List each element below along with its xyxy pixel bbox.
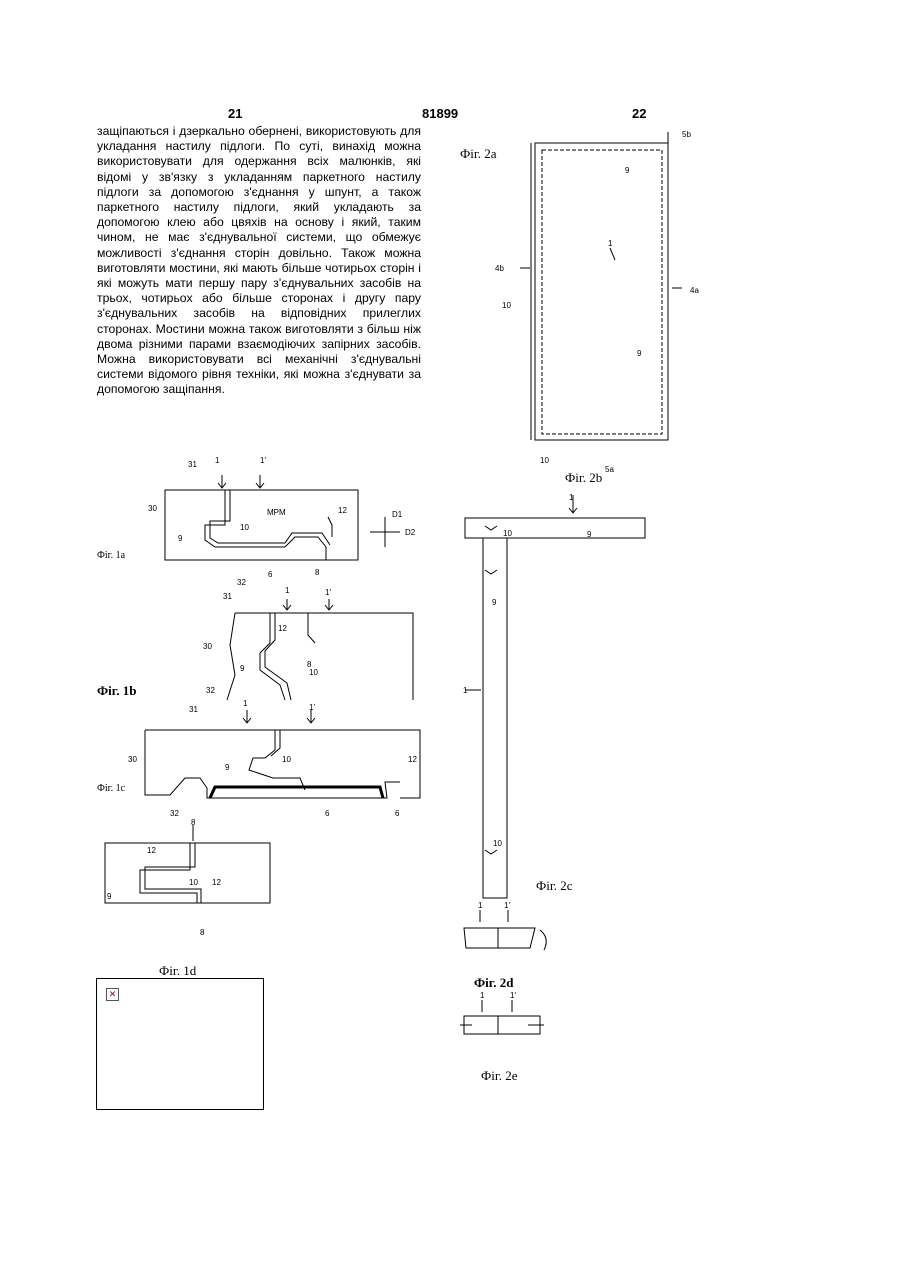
svg-text:5a: 5a [605,465,614,474]
svg-text:31: 31 [188,460,197,469]
svg-text:4a: 4a [690,286,699,295]
figure-2e-caption: Фіг. 2е [481,1068,518,1084]
svg-text:10: 10 [540,456,549,465]
svg-text:9: 9 [637,349,642,358]
svg-text:12: 12 [147,846,156,855]
svg-text:6: 6 [268,570,273,579]
svg-text:1: 1 [463,686,468,695]
figure-1c: 31 1 1' 30 10 9 12 32 6 6 [125,700,445,820]
svg-text:10: 10 [503,529,512,538]
figure-1d-labels: 8 12 10 12 9 8 [107,818,221,937]
right-page-number: 22 [632,106,646,121]
svg-text:1': 1' [325,588,331,597]
svg-text:12: 12 [212,878,221,887]
svg-text:30: 30 [203,642,212,651]
svg-text:8: 8 [200,928,205,937]
svg-text:31: 31 [223,592,232,601]
svg-text:9: 9 [492,598,497,607]
figure-2c-labels: 1 1' [478,901,510,910]
figure-2d: 1 1' [460,990,560,1045]
svg-text:10: 10 [309,668,318,677]
document-number: 81899 [422,106,458,121]
left-page-number: 21 [228,106,242,121]
svg-text:30: 30 [148,504,157,513]
svg-text:12: 12 [338,506,347,515]
svg-text:1': 1' [504,901,510,910]
svg-text:1: 1 [569,493,574,502]
svg-text:10: 10 [240,523,249,532]
svg-text:9: 9 [625,166,630,175]
figure-2a: 5b 9 1 4b 4a 10 9 10 5a [490,128,710,478]
svg-text:30: 30 [128,755,137,764]
svg-text:10: 10 [502,301,511,310]
svg-text:4b: 4b [495,264,504,273]
svg-text:6: 6 [325,809,330,818]
svg-text:D1: D1 [392,510,403,519]
svg-text:1: 1 [478,901,483,910]
body-text: защіпаються і дзеркально обернені, викор… [97,124,421,398]
figure-1a: 31 1 1' 30 MPM 12 D1 D2 10 9 32 6 8 [140,455,440,590]
figure-1b: 31 1 1' 12 30 8 9 10 32 [195,585,435,705]
broken-image-placeholder: ✕ [96,978,264,1110]
svg-text:1': 1' [510,991,516,1000]
figure-2c: 1 1' [460,900,560,960]
svg-text:1: 1 [285,586,290,595]
svg-text:1': 1' [260,456,266,465]
svg-text:5b: 5b [682,130,691,139]
figure-2b: 1 10 9 9 1 10 [455,490,655,910]
figure-2b-labels: 1 10 9 9 1 10 [463,493,592,848]
figure-2a-caption: Фіг. 2а [460,146,497,162]
figure-2b-caption: Фіг. 2b [565,470,602,486]
svg-text:10: 10 [282,755,291,764]
svg-text:10: 10 [189,878,198,887]
svg-text:10: 10 [493,839,502,848]
svg-text:D2: D2 [405,528,416,537]
svg-text:12: 12 [408,755,417,764]
svg-text:9: 9 [240,664,245,673]
svg-text:9: 9 [107,892,112,901]
svg-text:31: 31 [189,705,198,714]
svg-text:6: 6 [395,809,400,818]
figure-2d-caption: Фіг. 2d [474,975,513,991]
svg-text:9: 9 [178,534,183,543]
svg-text:9: 9 [225,763,230,772]
svg-text:12: 12 [278,624,287,633]
figure-1d-caption: Фіг. 1d [159,963,196,979]
figure-1c-caption: Фіг. 1с [97,783,125,794]
figure-1a-caption: Фіг. 1а [97,550,125,561]
svg-text:1: 1 [215,456,220,465]
svg-text:1: 1 [480,991,485,1000]
figure-2d-labels: 1 1' [480,991,516,1000]
svg-text:1: 1 [243,699,248,708]
figure-2c-caption: Фіг. 2с [536,878,573,894]
figure-1c-labels: 31 1 1' 30 10 9 12 32 6 6 [128,699,417,818]
svg-text:9: 9 [587,530,592,539]
svg-text:MPM: MPM [267,508,286,517]
figure-2a-labels: 5b 9 1 4b 4a 10 9 10 5a [495,130,699,474]
svg-text:32: 32 [206,686,215,695]
svg-text:1': 1' [309,703,315,712]
svg-text:8: 8 [191,818,196,827]
broken-image-icon: ✕ [106,988,119,1001]
figure-1d: 8 12 10 12 9 8 [95,815,275,940]
figure-1a-labels: 31 1 1' 30 MPM 12 D1 D2 10 9 32 6 8 [148,456,416,587]
svg-text:8: 8 [315,568,320,577]
figure-1b-caption: Фіг. 1b [97,683,136,699]
svg-text:1: 1 [608,239,613,248]
